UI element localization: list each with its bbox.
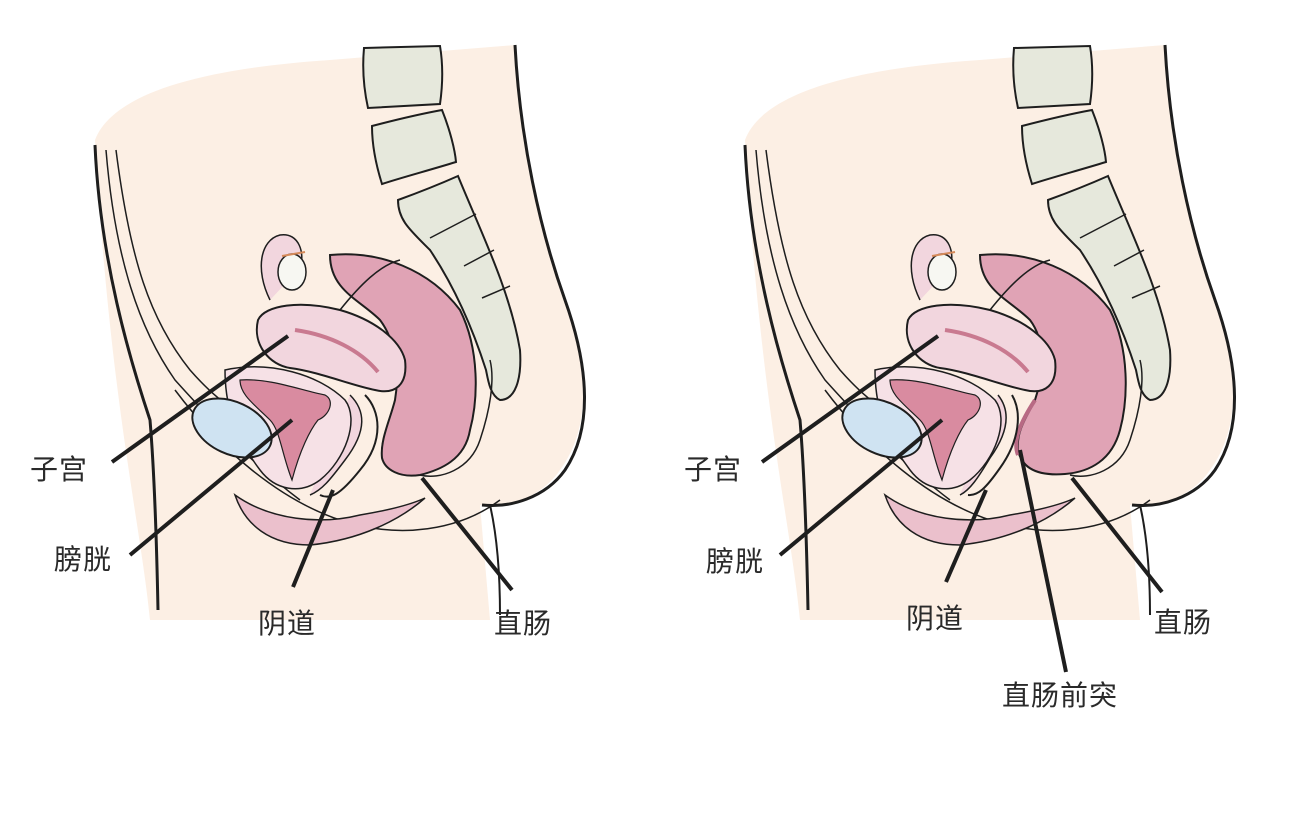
perineum bbox=[883, 493, 1076, 546]
bladder-cavity bbox=[889, 379, 981, 482]
pelvis-illustration-normal bbox=[93, 44, 586, 620]
label-rectocele: 直肠前突 bbox=[1002, 679, 1119, 712]
pubic-bone bbox=[191, 397, 273, 459]
leader-line-bladder bbox=[778, 418, 944, 557]
leader-line-uterus bbox=[760, 334, 940, 464]
leader-line-rectum bbox=[420, 476, 514, 592]
spine bbox=[1012, 44, 1172, 402]
rectum-wall bbox=[1069, 359, 1143, 477]
uterus-back-curve bbox=[339, 259, 401, 311]
uterine-cavity bbox=[944, 328, 1030, 374]
leader-line-vagina bbox=[944, 489, 988, 583]
uterus bbox=[905, 303, 1057, 393]
pubic-bone bbox=[841, 397, 923, 459]
diagram-normal-anatomy: 子宫 膀胱 阴道 直肠 bbox=[30, 44, 586, 640]
leader-line-rectum bbox=[1070, 476, 1164, 594]
uterus-back-curve bbox=[989, 259, 1051, 311]
ovary bbox=[260, 234, 307, 301]
abdomen-outline bbox=[743, 144, 810, 611]
abdomen-outline bbox=[93, 144, 160, 611]
back-outline bbox=[481, 44, 586, 508]
label-bladder: 膀胱 bbox=[706, 545, 765, 578]
leader-line-uterus bbox=[110, 334, 290, 464]
pelvis-illustration-rectocele bbox=[743, 44, 1236, 673]
label-uterus: 子宫 bbox=[684, 453, 743, 486]
label-uterus: 子宫 bbox=[30, 453, 89, 486]
vagina bbox=[967, 394, 1019, 497]
buttock-line bbox=[1139, 504, 1151, 616]
diagram-rectocele: 子宫 膀胱 阴道 直肠 直肠前突 bbox=[650, 0, 1300, 824]
uterine-cavity bbox=[294, 328, 380, 374]
label-vagina: 阴道 bbox=[258, 607, 317, 640]
uterus bbox=[255, 303, 407, 393]
perineum bbox=[233, 493, 426, 546]
leader-line-rectocele bbox=[1018, 449, 1068, 673]
back-outline bbox=[1131, 44, 1236, 508]
label-rectum: 直肠 bbox=[1154, 606, 1213, 639]
bladder-cavity bbox=[239, 379, 331, 482]
label-bladder: 膀胱 bbox=[54, 543, 113, 576]
label-vagina: 阴道 bbox=[906, 602, 965, 635]
label-rectum: 直肠 bbox=[494, 607, 553, 640]
leader-line-vagina bbox=[291, 489, 335, 588]
ovary bbox=[910, 234, 957, 301]
buttock-line bbox=[489, 504, 501, 616]
rectum-wall bbox=[419, 359, 493, 477]
rectocele-bulge bbox=[1014, 398, 1037, 456]
spine bbox=[362, 44, 522, 402]
leader-line-bladder bbox=[128, 418, 294, 557]
